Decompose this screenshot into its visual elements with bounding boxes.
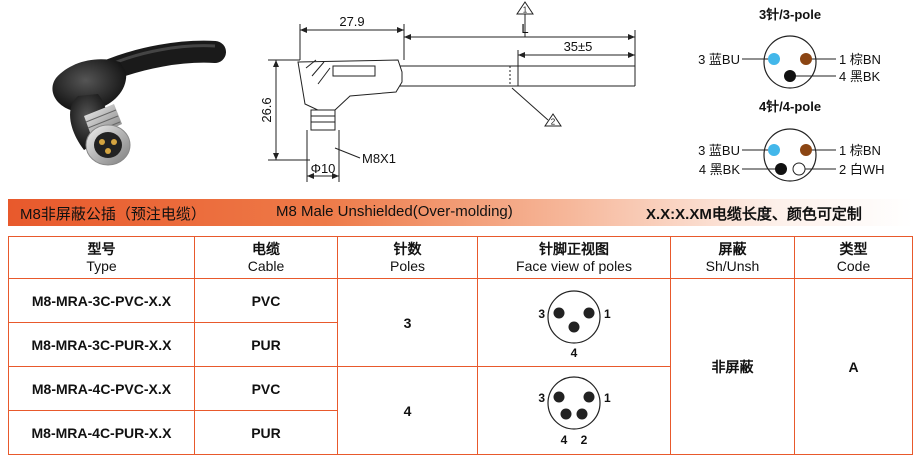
face-view-4-pole: 3 1 4 2 <box>538 376 611 447</box>
cell-face-4: 3 1 4 2 <box>477 366 671 455</box>
dim-length: L <box>521 21 528 36</box>
pinout-3-title: 3针/3-pole <box>759 7 821 22</box>
table-row: M8-MRA-3C-PUR-X.X PUR <box>8 322 913 367</box>
pin-black-dot <box>784 70 796 82</box>
note-triangle-2 <box>544 113 562 127</box>
cell-face-3: 3 1 4 <box>477 278 671 367</box>
top-section: 1 2 27.9 L 35±5 26.6 M8X1 Φ10 3针/3-pole … <box>0 0 917 190</box>
banner-note: X.X:X.XM电缆长度、颜色可定制 <box>646 206 862 223</box>
banner-en-title: M8 Male Unshielded(Over-molding) <box>276 203 513 220</box>
pin-blue-dot <box>768 53 780 65</box>
pinout-3-pole: 3针/3-pole 3 蓝BU 1 棕BN 4 黑BK <box>698 7 881 89</box>
cell-type: M8-MRA-3C-PUR-X.X <box>8 322 195 367</box>
product-photo <box>52 40 226 166</box>
table-row: M8-MRA-4C-PVC-X.X PVC 4 3 1 4 2 <box>8 366 913 455</box>
face-view-3-pole: 3 1 4 <box>538 290 611 360</box>
dimension-arrows <box>273 27 635 179</box>
cell-cable: PVC <box>194 278 338 323</box>
pin4-bottom-right-label: 2 白WH <box>839 162 885 177</box>
face3-bottom: 4 <box>571 346 578 360</box>
banner-cn-title: M8非屏蔽公插（预注电缆） <box>20 206 206 223</box>
cell-cable: PVC <box>194 366 338 411</box>
dimension-drawing <box>268 14 636 182</box>
pinout-4-title: 4针/4-pole <box>759 99 821 114</box>
cell-cable: PUR <box>194 410 338 455</box>
face4-bottom-left: 4 <box>561 433 568 447</box>
cell-type: M8-MRA-4C-PUR-X.X <box>8 410 195 455</box>
cell-cable: PUR <box>194 322 338 367</box>
dim-strip: 35±5 <box>564 39 593 54</box>
note-2-label: 2 <box>551 118 556 127</box>
pin3-right-label: 1 棕BN <box>839 52 881 67</box>
note-triangle-1 <box>516 1 534 15</box>
dim-width: 27.9 <box>339 14 364 29</box>
cell-poles-4: 4 <box>337 366 478 455</box>
pin3-left-label: 3 蓝BU <box>698 52 740 67</box>
pin4-bottom-left-label: 4 黑BK <box>699 162 741 177</box>
dim-thread: M8X1 <box>362 151 396 166</box>
cell-type: M8-MRA-4C-PVC-X.X <box>8 366 195 411</box>
pinout-4-pole: 4针/4-pole 3 蓝BU 1 棕BN 4 黑BK 2 白WH <box>698 99 885 182</box>
cell-type: M8-MRA-3C-PVC-X.X <box>8 278 195 323</box>
section-banner: M8非屏蔽公插（预注电缆） M8 Male Unshielded(Over-mo… <box>8 199 913 226</box>
pin3-bottom-label: 4 黑BK <box>839 69 881 84</box>
face4-bottom-right: 2 <box>581 433 588 447</box>
pin-brown-dot <box>800 53 812 65</box>
dim-height: 26.6 <box>259 97 274 122</box>
technical-drawing: 1 2 27.9 L 35±5 26.6 M8X1 Φ10 3针/3-pole … <box>52 1 885 182</box>
note-1-label: 1 <box>523 6 528 15</box>
face3-left: 3 <box>538 307 545 321</box>
pin4-left-label: 3 蓝BU <box>698 143 740 158</box>
cell-shield: 非屏蔽 <box>670 278 795 455</box>
face4-right: 1 <box>604 391 611 405</box>
face3-right: 1 <box>604 307 611 321</box>
pin4-right-label: 1 棕BN <box>839 143 881 158</box>
table-row: M8-MRA-4C-PUR-X.X PUR <box>8 410 913 455</box>
table-row: M8-MRA-3C-PVC-X.X PVC 3 3 1 4 非屏蔽 A <box>8 278 913 455</box>
cell-poles-3: 3 <box>337 278 478 367</box>
dim-diameter: Φ10 <box>311 161 336 176</box>
cell-code: A <box>794 278 913 455</box>
face4-left: 3 <box>538 391 545 405</box>
